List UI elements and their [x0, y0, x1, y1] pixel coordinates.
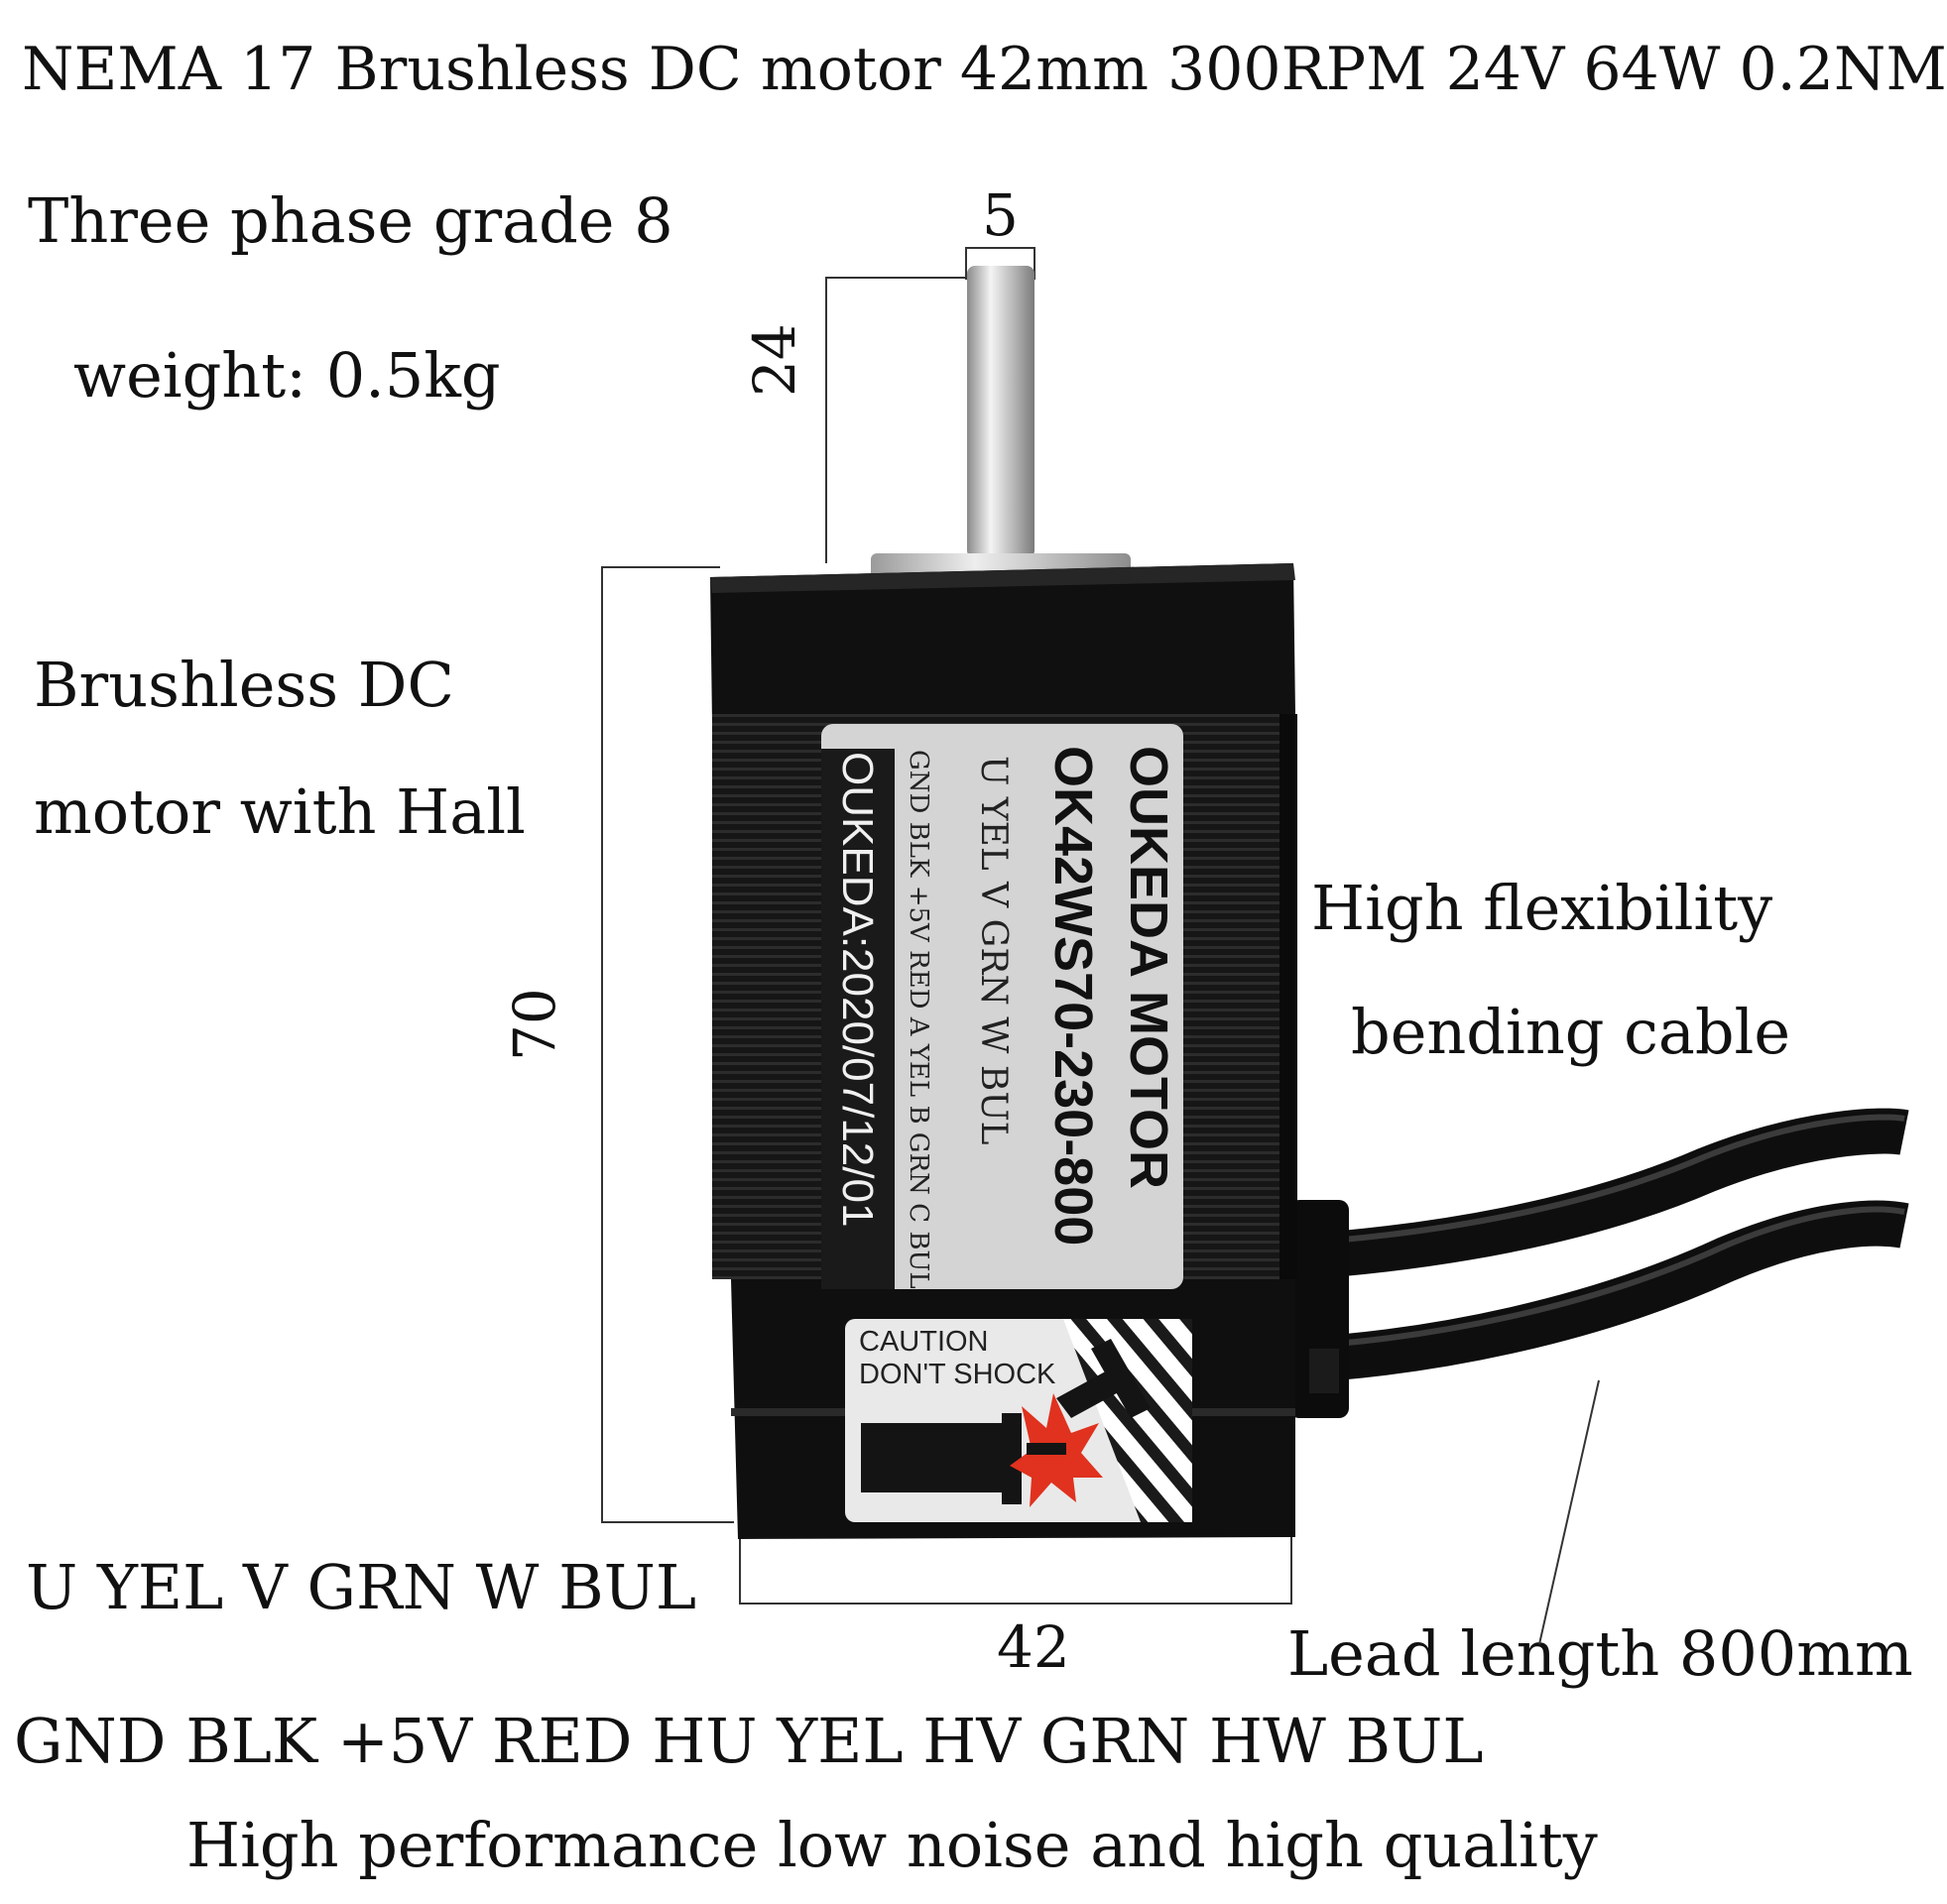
tagline-text: High performance low noise and high qual… [186, 1809, 1598, 1881]
phase-grade-text: Three phase grade 8 [28, 184, 673, 257]
motor-illustration: OUKEDA MOTOR OK42WS70-230-800 U YEL V GR… [601, 247, 1909, 1645]
phase-wiring-text: U YEL V GRN W BUL [26, 1551, 697, 1623]
motor-cables [1289, 1108, 1909, 1418]
caution-line2: DON'T SHOCK [859, 1359, 1056, 1390]
body-width-label: 42 [997, 1613, 1070, 1681]
body-length-line [601, 566, 734, 1523]
front-flange [710, 563, 1295, 724]
caution-plug-icon [861, 1423, 1010, 1492]
weight-text: weight: 0.5kg [73, 339, 501, 412]
label-date: OUKEDA:2020/07/12/01 [833, 752, 882, 1227]
motor-type-line2: motor with Hall [34, 775, 526, 848]
date-strip [821, 749, 895, 1289]
label-phase-wires: U YEL V GRN W BUL [973, 756, 1014, 1145]
hall-wiring-text: GND BLK +5V RED HU YEL HV GRN HW BUL [14, 1705, 1484, 1777]
motor-shaft [967, 266, 1034, 558]
motor-type-line1: Brushless DC [34, 649, 454, 721]
label-hall-wires: GND BLK +5V RED A YEL B GRN C BUL [904, 750, 933, 1289]
label-brand: OUKEDA MOTOR [1119, 746, 1178, 1189]
label-model: OK42WS70-230-800 [1043, 746, 1103, 1246]
product-title: NEMA 17 Brushless DC motor 42mm 300RPM 2… [22, 35, 1947, 104]
cable-feature-line1: High flexibility [1311, 872, 1773, 944]
motor-label-plate [821, 724, 1183, 1289]
shaft-length-line [825, 277, 966, 563]
body-width-line [739, 1529, 1292, 1605]
lead-length-pointer [1538, 1379, 1600, 1645]
lead-length-text: Lead length 800mm [1287, 1617, 1913, 1690]
caution-stripes [1063, 1319, 1192, 1522]
shaft-diameter-line [965, 247, 1035, 280]
caution-line1: CAUTION [859, 1326, 989, 1358]
shaft-diameter-label: 5 [982, 181, 1019, 249]
cable-feature-line2: bending cable [1351, 996, 1791, 1068]
dimension-lines [601, 247, 1600, 1645]
